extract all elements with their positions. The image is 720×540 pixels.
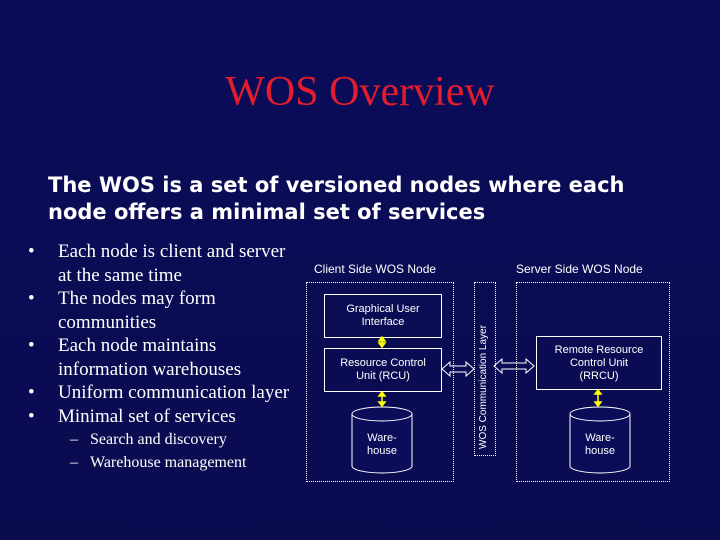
rcu-label-1: Resource Control <box>340 357 426 369</box>
gui-label-1: Graphical User <box>346 303 420 315</box>
gui-rcu-arrow <box>377 335 387 349</box>
bullet-item: • The nodes may form communities <box>28 287 313 334</box>
client-warehouse-label: Ware- house <box>352 432 412 458</box>
slide-title: WOS Overview <box>225 69 495 115</box>
rrcu-box: Remote Resource Control Unit (RRCU) <box>536 336 662 390</box>
sub-bullet-text: Warehouse management <box>90 454 247 471</box>
bullet-text-cont: communities <box>58 311 157 333</box>
bullet-item: • Minimal set of services <box>28 405 313 429</box>
subtitle-line-1: The WOS is a set of versioned nodes wher… <box>48 173 625 197</box>
bullet-dot: • <box>28 241 35 262</box>
bullet-dot: • <box>28 288 35 309</box>
client-warehouse-label-1: Ware- <box>367 432 397 444</box>
rrcu-label-1: Remote Resource <box>554 343 644 356</box>
bullet-dot: • <box>28 405 35 427</box>
bullet-list: • Each node is client and server at the … <box>28 240 313 474</box>
bullet-text: Each node maintains <box>58 335 217 356</box>
rcu-label-2: Unit (RCU) <box>356 370 410 382</box>
server-side-heading: Server Side WOS Node <box>516 262 643 276</box>
bullet-dot: • <box>28 382 35 403</box>
client-side-heading: Client Side WOS Node <box>314 262 437 276</box>
subtitle-line-2: node offers a minimal set of services <box>48 200 486 224</box>
bullet-text: The nodes may form <box>58 288 216 309</box>
sub-bullet-item: – Search and discovery <box>28 428 313 451</box>
sub-bullet-text: Search and discovery <box>90 431 227 448</box>
bullet-text: Each node is client and server <box>58 241 286 262</box>
server-warehouse-label: Ware- house <box>570 432 630 458</box>
bullet-item: • Each node is client and server at the … <box>28 240 313 287</box>
client-warehouse-label-2: house <box>367 445 397 457</box>
client-warehouse-cylinder <box>351 406 413 474</box>
gui-label-2: Interface <box>361 316 405 328</box>
server-warehouse-cylinder <box>569 406 631 474</box>
client-node-panel <box>306 282 454 482</box>
bullet-dot: • <box>28 335 35 356</box>
bullet-text: Uniform communication layer <box>58 382 290 403</box>
sub-bullet-item: – Warehouse management <box>28 451 313 474</box>
gui-box: Graphical User Interface <box>324 294 442 338</box>
rcu-comm-arrow <box>441 360 475 378</box>
server-node-panel <box>516 282 670 482</box>
rrcu-label-2: Control Unit <box>569 356 629 369</box>
comm-rrcu-arrow <box>493 357 535 375</box>
bullet-text-cont: at the same time <box>58 264 182 286</box>
rcu-box: Resource Control Unit (RCU) <box>324 348 442 392</box>
sub-bullet-dash: – <box>70 454 78 471</box>
server-warehouse-label-2: house <box>585 445 615 457</box>
bullet-item: • Uniform communication layer <box>28 381 313 405</box>
slide-subtitle: The WOS is a set of versioned nodes wher… <box>48 172 668 226</box>
rrcu-label-3: (RRCU) <box>579 369 619 382</box>
bullet-text: Minimal set of services <box>58 405 236 427</box>
server-warehouse-label-1: Ware- <box>585 432 615 444</box>
rcu-warehouse-arrow <box>377 390 387 408</box>
bullet-text-cont: information warehouses <box>58 358 242 380</box>
sub-bullet-dash: – <box>70 431 78 448</box>
bullet-item: • Each node maintains information wareho… <box>28 334 313 381</box>
rrcu-warehouse-arrow <box>593 388 603 408</box>
